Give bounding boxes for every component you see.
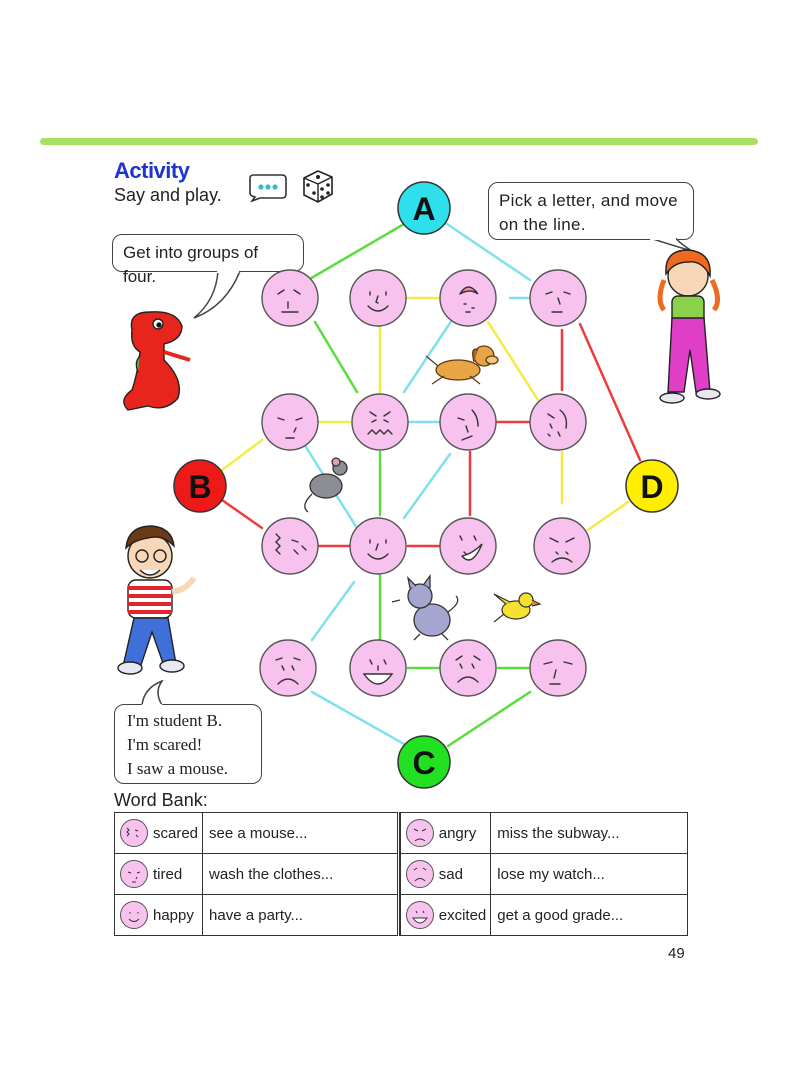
word-excited: excited bbox=[438, 906, 487, 924]
activity-instruction: Say and play. bbox=[114, 185, 222, 205]
sad-face-icon bbox=[259, 639, 317, 697]
sad-face-icon bbox=[439, 393, 497, 451]
pick-bubble-line-1: Pick a letter, and move bbox=[499, 191, 678, 210]
table-row: happy have a party... excited get a good… bbox=[113, 894, 688, 936]
word-bank-table: scared see a mouse... angry miss the sub… bbox=[113, 812, 688, 936]
pick-bubble-line-2: on the line. bbox=[499, 215, 586, 234]
letter-c-node[interactable]: C bbox=[397, 735, 451, 789]
word-tired: tired bbox=[153, 865, 183, 883]
phrase-text: miss the subway... bbox=[497, 824, 620, 842]
word-angry: angry bbox=[438, 824, 477, 842]
happy-face-icon bbox=[120, 901, 148, 929]
bird-illustration bbox=[493, 592, 542, 623]
excited-face-icon bbox=[349, 639, 407, 697]
student-bubble-line-1: I'm student B. bbox=[127, 711, 223, 730]
dice-icon bbox=[303, 170, 333, 203]
letter-b-label: B bbox=[188, 469, 211, 505]
word-bank-cell: sad bbox=[399, 853, 492, 895]
phrase-text: get a good grade... bbox=[497, 906, 624, 924]
red-dinosaur-character bbox=[123, 311, 191, 411]
letter-d-label: D bbox=[640, 469, 663, 505]
mouse-illustration bbox=[304, 457, 348, 513]
sad-face-icon bbox=[405, 860, 434, 888]
student-bubble-line-3: I saw a mouse. bbox=[127, 759, 229, 778]
pick-letter-speech-bubble: Pick a letter, and move on the line. bbox=[488, 182, 694, 240]
student-bubble-line-2: I'm scared! bbox=[127, 735, 203, 754]
sad-face-icon bbox=[261, 269, 319, 327]
letter-a-label: A bbox=[412, 191, 435, 227]
word-bank-cell: tired bbox=[113, 853, 204, 895]
letter-a-node[interactable]: A bbox=[397, 181, 451, 235]
tired-face-icon bbox=[529, 639, 587, 697]
excited-face-icon bbox=[405, 901, 434, 929]
word-happy: happy bbox=[153, 906, 194, 924]
scared-face-icon bbox=[261, 517, 319, 575]
word-bank-cell: get a good grade... bbox=[490, 894, 688, 936]
groups-bubble-text: Get into groups of four. bbox=[123, 243, 259, 286]
angry-face-icon bbox=[405, 819, 434, 847]
sad-face-icon bbox=[439, 639, 497, 697]
letter-c-label: C bbox=[412, 745, 435, 781]
tired-face-icon bbox=[261, 393, 319, 451]
word-bank-cell: excited bbox=[399, 894, 492, 936]
word-bank-cell: miss the subway... bbox=[490, 812, 688, 854]
scared-face-icon bbox=[439, 269, 497, 327]
board-lines bbox=[220, 220, 642, 748]
scared-face-icon bbox=[351, 393, 409, 451]
activity-title: Activity bbox=[114, 158, 190, 183]
word-bank-cell: wash the clothes... bbox=[202, 853, 399, 895]
happy-face-icon bbox=[349, 517, 407, 575]
angry-face-icon bbox=[533, 517, 591, 575]
red-haired-girl-character bbox=[657, 249, 721, 404]
word-bank-cell: have a party... bbox=[202, 894, 399, 936]
phrase-text: have a party... bbox=[209, 906, 303, 924]
phrase-text: lose my watch... bbox=[497, 865, 605, 883]
dog-illustration bbox=[425, 345, 499, 385]
word-bank-cell: scared bbox=[113, 812, 204, 854]
bubble-tail bbox=[193, 270, 241, 319]
word-sad: sad bbox=[438, 865, 463, 883]
letter-b-node[interactable]: B bbox=[173, 459, 227, 513]
groups-speech-bubble: Get into groups of four. bbox=[112, 234, 304, 286]
word-bank-cell: see a mouse... bbox=[202, 812, 399, 854]
excited-face-icon bbox=[439, 517, 497, 575]
tired-face-icon bbox=[529, 269, 587, 327]
tired-face-icon bbox=[120, 860, 148, 888]
table-row: scared see a mouse... angry miss the sub… bbox=[113, 812, 688, 854]
word-bank-title: Word Bank: bbox=[114, 790, 208, 810]
happy-face-icon bbox=[349, 269, 407, 327]
top-rule bbox=[40, 138, 758, 145]
letter-d-node[interactable]: D bbox=[625, 459, 679, 513]
bubble-tail bbox=[141, 680, 164, 706]
word-bank-cell: angry bbox=[399, 812, 492, 854]
scared-face-icon bbox=[120, 819, 148, 847]
scared-face-icon bbox=[529, 393, 587, 451]
page-number: 49 bbox=[668, 945, 685, 962]
word-bank-cell: happy bbox=[113, 894, 204, 936]
phrase-text: wash the clothes... bbox=[209, 865, 334, 883]
student-b-boy-character bbox=[117, 525, 197, 675]
phrase-text: see a mouse... bbox=[209, 824, 308, 842]
student-b-speech-bubble: I'm student B. I'm scared! I saw a mouse… bbox=[114, 704, 262, 784]
word-bank-cell: lose my watch... bbox=[490, 853, 688, 895]
speech-bubble-icon bbox=[249, 174, 287, 202]
word-scared: scared bbox=[153, 824, 199, 842]
cat-illustration bbox=[391, 574, 459, 641]
table-row: tired wash the clothes... sad lose my wa… bbox=[113, 853, 688, 895]
